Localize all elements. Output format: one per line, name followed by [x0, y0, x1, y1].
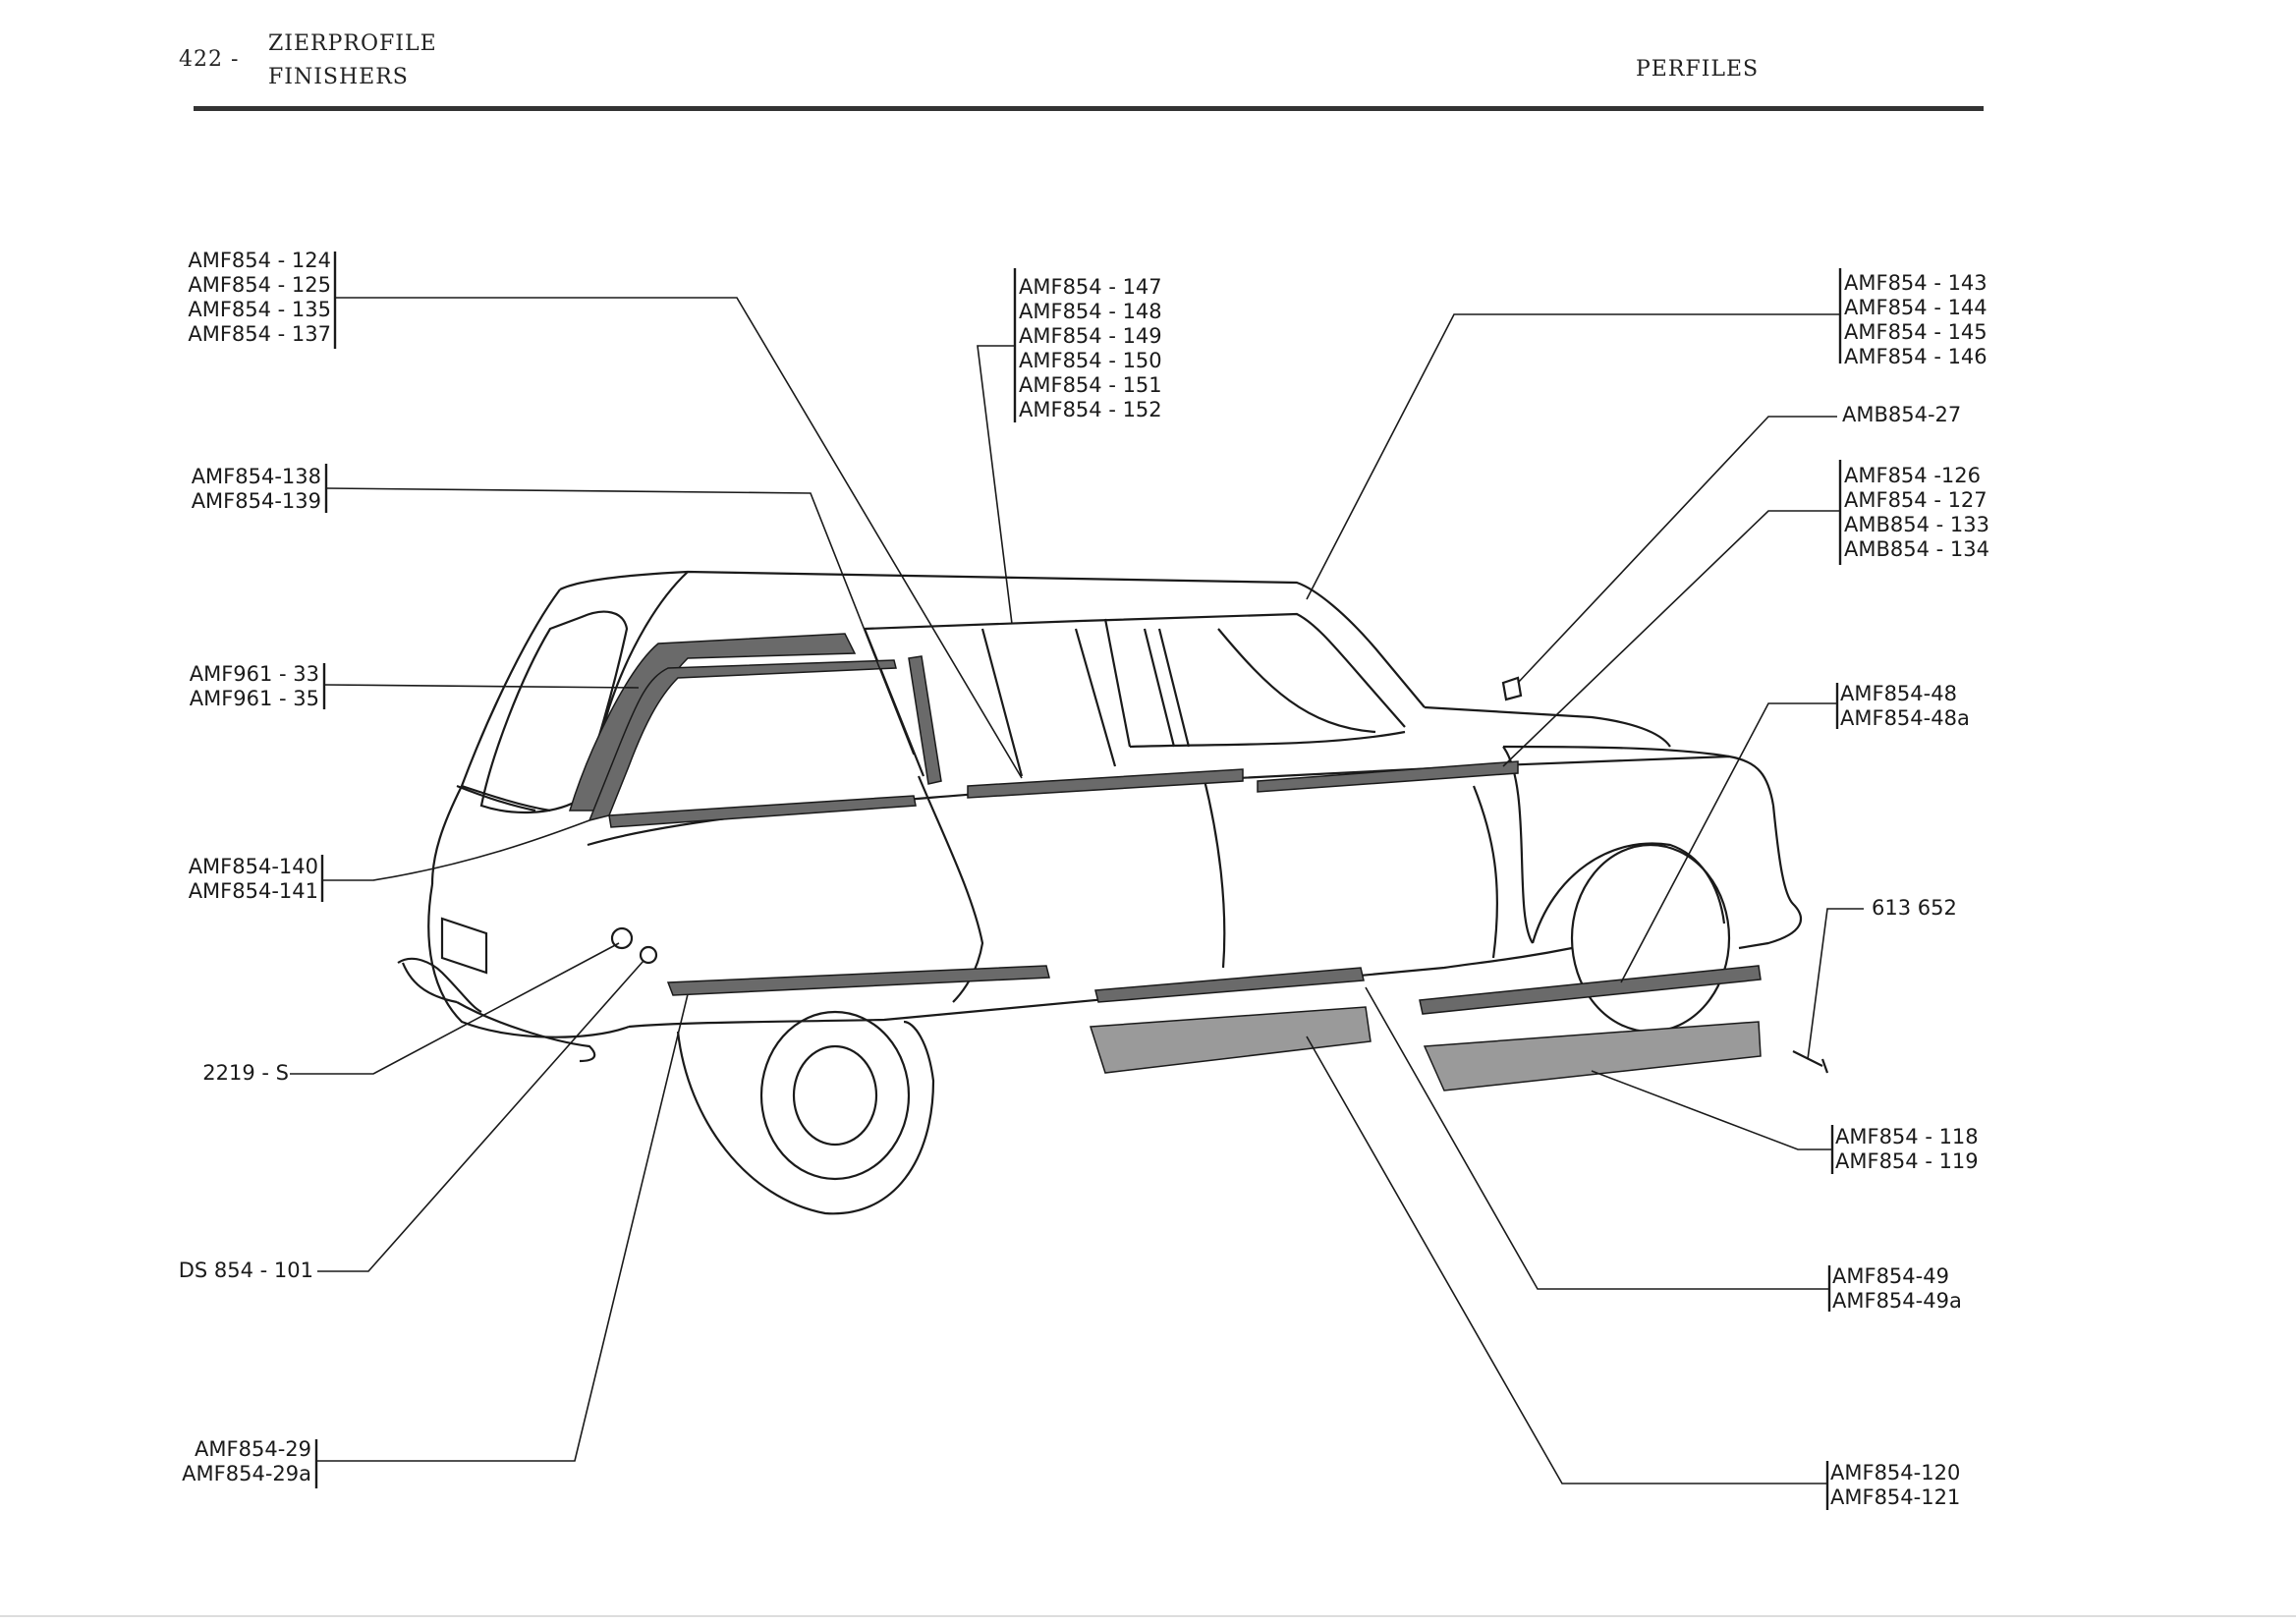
part-number: AMF854-120	[1830, 1461, 1961, 1484]
label-group-front-sill: AMF854-29 AMF854-29a	[182, 1437, 311, 1486]
part-number: AMF854 - 150	[1019, 349, 1162, 372]
rear-quarter-window-trim	[588, 659, 897, 822]
part-number: AMF854 - 137	[188, 322, 331, 346]
part-number: AMF854-49	[1832, 1264, 1949, 1288]
part-number: AMF854 - 146	[1844, 345, 1988, 368]
part-number: AMF854 - 145	[1844, 320, 1988, 344]
part-number: AMF854 - 149	[1019, 324, 1162, 348]
washer-part	[639, 945, 658, 965]
part-number: AMF854 - 151	[1019, 373, 1162, 397]
part-number: AMF961 - 33	[189, 662, 319, 686]
front-step-plate	[1089, 1006, 1372, 1074]
clip-part	[1501, 676, 1523, 701]
title-english: FINISHERS	[268, 65, 409, 89]
part-number: AMF854-29a	[182, 1462, 311, 1485]
part-number: AMF854-48	[1840, 682, 1957, 705]
part-number: AMF854-48a	[1840, 706, 1970, 730]
part-number: AMF854-29	[195, 1437, 311, 1461]
part-number: AMB854 - 133	[1844, 513, 1989, 536]
part-number: AMF854 - 144	[1844, 296, 1988, 319]
part-number: AMF854-138	[191, 465, 321, 488]
label-clip: AMB854-27	[1842, 403, 1962, 426]
lower-window-trim-2	[967, 768, 1244, 799]
label-group-front-step: AMF854-120 AMF854-121	[1830, 1461, 1960, 1510]
nut-part	[610, 926, 634, 950]
leader-lines	[290, 252, 1864, 1510]
label-group-belt: AMF854-140 AMF854-141	[189, 855, 318, 904]
part-number: AMF854 - 127	[1844, 488, 1988, 512]
label-group-rear-step: AMF854 - 118 AMF854 - 119	[1835, 1125, 1979, 1174]
center-sill-trim	[1094, 967, 1365, 1003]
part-number: AMF854 - 125	[188, 273, 331, 297]
header-rule	[194, 106, 1984, 111]
car-body-outline	[397, 570, 1803, 1215]
part-number: AMF854 - 119	[1835, 1149, 1979, 1173]
label-screw: 613 652	[1872, 896, 1957, 920]
part-number: AMF854 - 124	[188, 249, 331, 272]
part-number: AMF961 - 35	[189, 687, 319, 710]
part-number: AMF854-141	[188, 879, 318, 903]
part-number: AMF854 - 152	[1019, 398, 1162, 421]
part-number: AMF854-121	[1830, 1485, 1961, 1509]
part-number: AMF854-49a	[1832, 1289, 1962, 1313]
label-group-window-frame: AMF961 - 33 AMF961 - 35	[190, 662, 319, 711]
part-number: AMF854 - 148	[1019, 300, 1162, 323]
part-number: AMF854 -126	[1844, 464, 1981, 487]
label-group-roof-front: AMF854 - 124 AMF854 - 125 AMF854 - 135 A…	[188, 249, 331, 347]
part-number: AMF854 - 118	[1835, 1125, 1979, 1148]
title-german: ZIERPROFILE	[268, 31, 437, 56]
trim-pieces	[568, 633, 1829, 1092]
front-sill-trim	[666, 965, 1050, 996]
part-number: AMF854-139	[191, 489, 321, 513]
label-group-window-lower: AMF854-138 AMF854-139	[192, 465, 321, 514]
page-bottom-edge	[0, 1615, 2296, 1617]
part-number: AMF854 - 143	[1844, 271, 1988, 295]
part-number: AMF854 - 147	[1019, 275, 1162, 299]
part-number: AMF854-140	[188, 855, 318, 878]
screw-part	[1792, 1050, 1829, 1074]
label-group-center-sill: AMF854-49 AMF854-49a	[1832, 1264, 1962, 1314]
center-pillar-trim	[908, 655, 942, 785]
label-group-rear-window: AMF854 -126 AMF854 - 127 AMB854 - 133 AM…	[1844, 464, 1989, 562]
label-nut: 2219 - S	[202, 1061, 289, 1085]
rear-step-plate	[1423, 1021, 1762, 1092]
part-number: AMB854 - 134	[1844, 537, 1989, 561]
rear-sill-trim	[1419, 965, 1762, 1015]
label-washer: DS 854 - 101	[178, 1259, 313, 1282]
title-spanish: PERFILES	[1636, 57, 1760, 82]
page-number: 422 -	[179, 47, 240, 72]
lower-window-trim	[608, 795, 917, 828]
rear-door-window-trim	[1257, 760, 1519, 793]
label-group-rear-sill: AMF854-48 AMF854-48a	[1840, 682, 1970, 731]
label-group-roof-rear: AMF854 - 143 AMF854 - 144 AMF854 - 145 A…	[1844, 271, 1988, 369]
part-number: AMF854 - 135	[188, 298, 331, 321]
label-group-center: AMF854 - 147 AMF854 - 148 AMF854 - 149 A…	[1019, 275, 1162, 422]
